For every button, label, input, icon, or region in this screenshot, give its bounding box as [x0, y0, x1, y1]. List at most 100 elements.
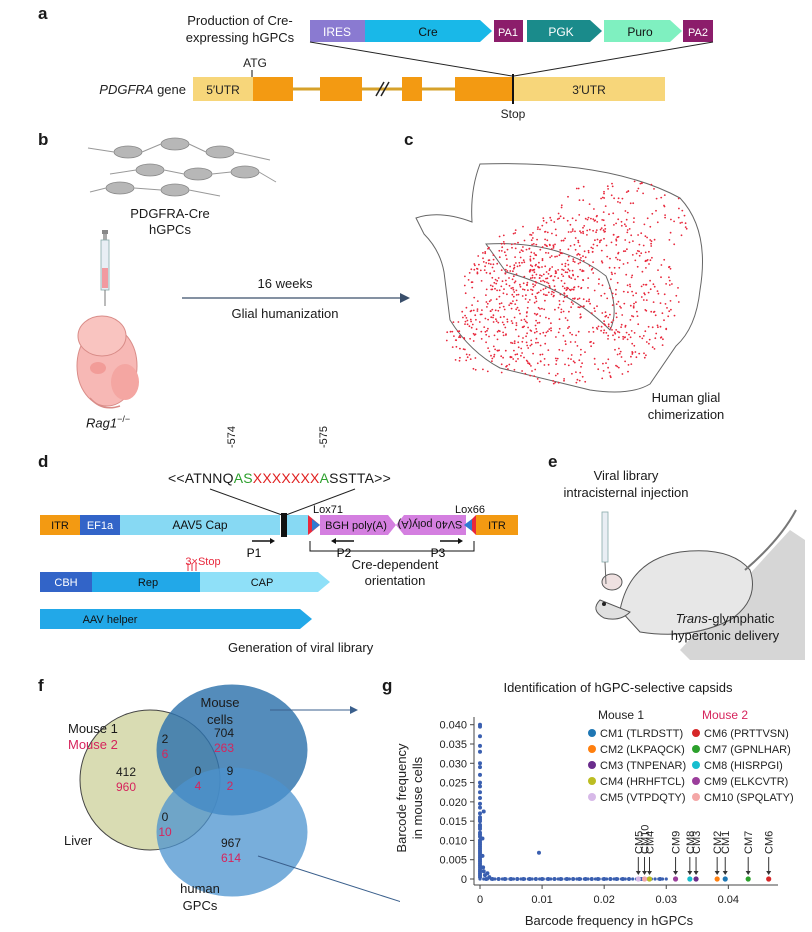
cell-dot	[630, 330, 633, 332]
cell-dot	[569, 245, 572, 247]
pa1-label: PA1	[498, 27, 518, 39]
cell-dot	[593, 289, 596, 292]
cell-dot	[521, 295, 524, 297]
cell-dot	[525, 248, 528, 251]
cell-dot	[640, 285, 643, 288]
cell-dot	[570, 306, 572, 309]
cell-shape	[205, 145, 235, 159]
cell-dot	[592, 243, 595, 246]
cell-dot	[449, 330, 452, 333]
cell-dot	[474, 357, 477, 359]
cell-dot	[502, 331, 504, 334]
cell-dot	[594, 310, 596, 312]
cell-dot	[582, 226, 584, 229]
cell-dot	[567, 357, 570, 360]
cell-dot	[632, 240, 634, 242]
cell-dot	[615, 256, 617, 259]
cell-dot	[615, 222, 617, 225]
cell-dot	[503, 323, 505, 326]
cell-dot	[531, 370, 533, 372]
cell-dot	[571, 217, 574, 220]
legend-entry: CM1 (TLRDSTT)	[600, 728, 683, 740]
cell-dot	[668, 265, 671, 268]
candidate-point-cm7	[745, 876, 751, 882]
cell-dot	[506, 318, 509, 321]
cell-dot	[472, 309, 475, 312]
cell-dot	[618, 347, 620, 350]
cell-dot	[561, 285, 564, 288]
candidate-arrowhead	[722, 871, 728, 875]
cell-dot	[458, 336, 460, 339]
cell-dot	[626, 338, 629, 341]
chimerization-line2: chimerization	[647, 407, 725, 422]
cell-dot	[648, 342, 650, 345]
cell-dot	[515, 324, 518, 327]
cell-dot	[632, 202, 635, 205]
cell-dot	[503, 251, 506, 254]
cell-dot	[626, 229, 629, 231]
cell-dot	[636, 315, 639, 317]
legend-marker	[588, 777, 596, 785]
cell-dot	[546, 231, 549, 234]
scatter-point	[497, 877, 501, 881]
scatter-point	[481, 869, 486, 874]
cell-dot	[551, 232, 553, 235]
cell-dot	[634, 259, 637, 262]
cell-dot	[571, 288, 573, 291]
cell-dot	[539, 315, 542, 317]
cell-dot	[577, 285, 580, 288]
cell-dot	[603, 320, 605, 323]
cell-dot	[538, 277, 541, 279]
cell-dot	[617, 197, 620, 200]
cell-dot	[465, 353, 468, 356]
cell-dot	[515, 289, 518, 292]
scatter-point	[478, 761, 482, 766]
cell-dot	[660, 336, 663, 339]
cell-dot	[588, 300, 590, 303]
cre-block	[365, 20, 492, 42]
cell-dot	[606, 185, 609, 188]
cell-dot	[513, 291, 516, 293]
cell-dot	[527, 326, 529, 329]
cell-dot	[492, 314, 495, 317]
cell-dot	[473, 334, 476, 336]
cell-dot	[620, 220, 623, 223]
cell-dot	[471, 304, 473, 306]
cell-dot	[557, 277, 560, 279]
cell-dot	[587, 251, 590, 254]
x-tick-label: 0	[477, 894, 483, 906]
scatter-point	[601, 877, 605, 881]
scatter-point	[504, 877, 508, 881]
cell-dot	[528, 363, 531, 366]
cell-dot	[539, 274, 541, 277]
pa2-label: PA2	[688, 27, 708, 39]
cell-shape	[113, 145, 143, 159]
cell-dot	[454, 359, 457, 361]
cell-dot	[645, 299, 648, 301]
cell-dot	[500, 363, 503, 366]
cell-dot	[617, 366, 620, 369]
cell-dot	[545, 221, 548, 224]
candidate-label: CM3	[691, 831, 703, 854]
cell-dot	[493, 281, 496, 284]
cell-dot	[498, 302, 501, 305]
scatter-point	[480, 836, 485, 841]
cell-dot	[592, 331, 595, 333]
cell-dot	[590, 312, 593, 315]
cell-dot	[579, 371, 582, 374]
cre-dependent-bracket	[309, 541, 475, 552]
cell-dot	[543, 358, 546, 360]
cell-dot	[604, 324, 607, 326]
panel-a-title: Production of Cre- expressing hGPCs	[170, 12, 310, 46]
lox66-label: Lox66	[455, 504, 485, 516]
cell-dot	[464, 292, 467, 295]
cell-dot	[466, 319, 469, 322]
cell-dot	[567, 255, 570, 258]
cell-dot	[619, 305, 621, 308]
cell-dot	[570, 358, 572, 360]
cell-dot	[496, 289, 498, 292]
cell-dot	[587, 216, 590, 219]
